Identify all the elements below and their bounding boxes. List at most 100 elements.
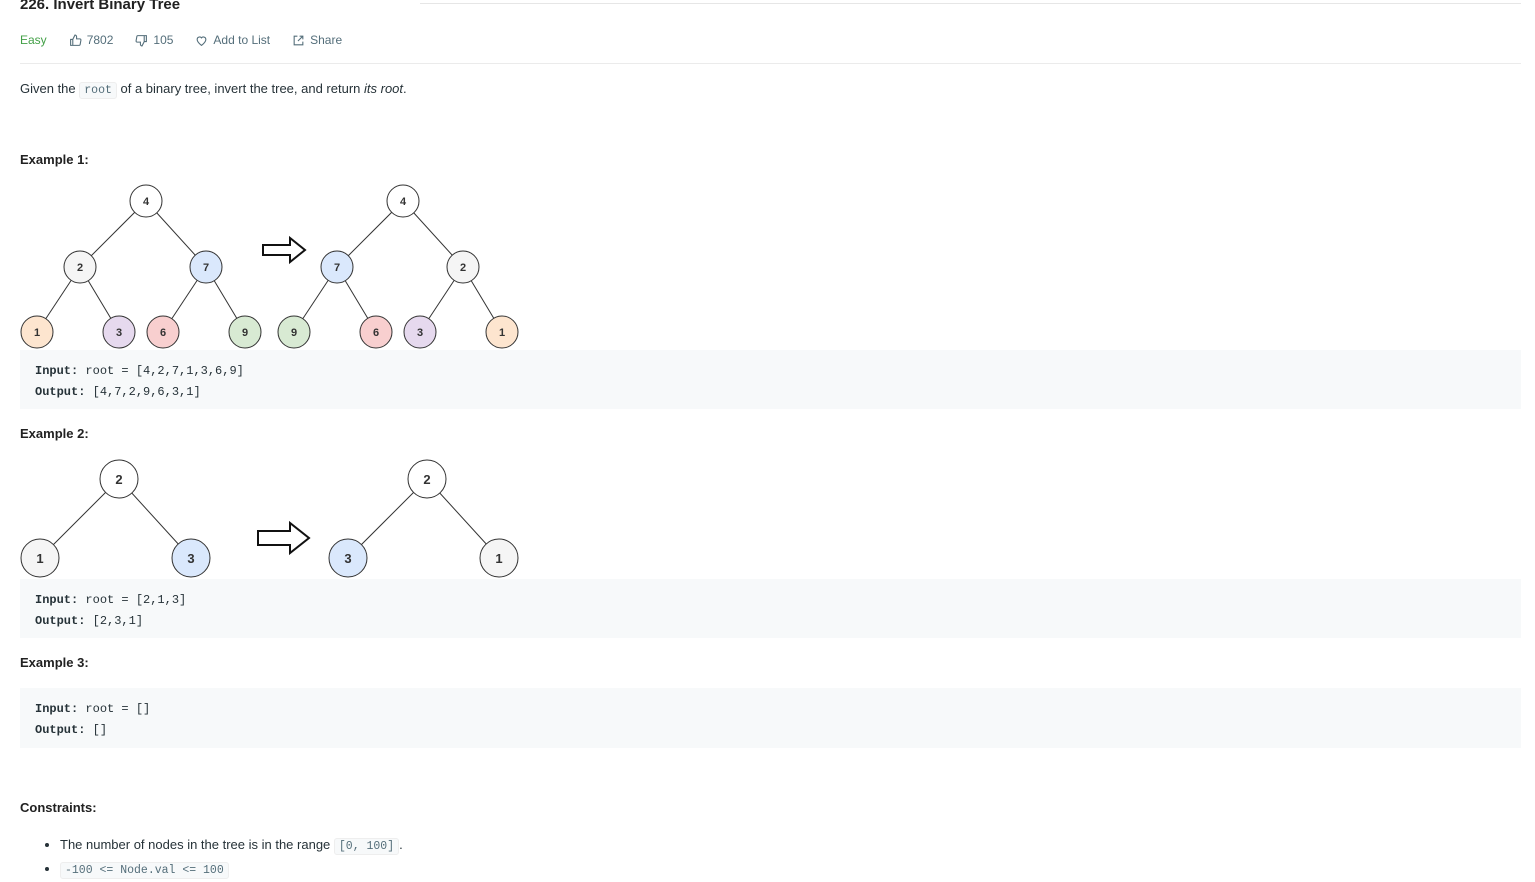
input-value: root = [2,1,3] (85, 593, 187, 607)
tree-node: 6 (359, 315, 393, 349)
share-icon (293, 35, 304, 45)
tree-node: 1 (20, 538, 60, 578)
output-label: Output: (35, 722, 86, 737)
output-value: [] (92, 722, 108, 737)
node-label: 9 (242, 327, 248, 339)
tree-node: 7 (320, 250, 354, 284)
dislike-count: 105 (153, 33, 174, 47)
example-1-tree-edges (36, 200, 503, 333)
node-label: 2 (77, 262, 83, 274)
node-label: 4 (400, 196, 407, 208)
tree-node: 1 (485, 315, 519, 349)
description-text: of a binary tree, invert the tree, and r… (116, 81, 365, 96)
constraint-item: -100 <= Node.val <= 100 (60, 858, 403, 882)
difficulty-badge: Easy (20, 33, 47, 47)
node-label: 2 (423, 472, 430, 487)
node-label: 9 (291, 327, 297, 339)
tree-node: 2 (63, 250, 97, 284)
node-label: 1 (34, 327, 40, 339)
example-1-diagram: 4 2 7 1 3 6 9 4 7 2 9 6 3 1 (20, 184, 519, 349)
tree-node: 9 (277, 315, 311, 349)
node-label: 4 (143, 196, 150, 208)
constraint-text: . (399, 837, 403, 852)
share-label: Share (310, 33, 343, 47)
share-button[interactable]: Share (292, 33, 342, 47)
output-label: Output: (35, 384, 86, 399)
node-label: 7 (334, 262, 340, 274)
node-label: 2 (115, 472, 122, 487)
heart-icon (197, 35, 207, 46)
tree-node: 4 (129, 184, 163, 218)
input-label: Input: (35, 593, 79, 607)
node-label: 3 (417, 327, 423, 339)
tree-node: 3 (171, 538, 211, 578)
constraints-heading: Constraints: (20, 800, 97, 815)
like-button[interactable]: 7802 (69, 33, 113, 47)
constraint-text: The number of nodes in the tree is in th… (60, 837, 334, 852)
output-value: [2,3,1] (92, 613, 144, 628)
node-label: 6 (160, 327, 166, 339)
tree-node: 2 (407, 459, 447, 499)
tree-node: 3 (328, 538, 368, 578)
arrow-right-icon (257, 520, 311, 556)
node-label: 7 (203, 262, 209, 274)
arrow-right-icon (262, 235, 307, 265)
node-label: 1 (499, 327, 505, 339)
tree-node: 2 (446, 250, 480, 284)
example-3-input-line: Input: root = [] (35, 699, 1506, 720)
add-to-list-label: Add to List (213, 33, 271, 47)
thumbs-down-icon (135, 34, 148, 46)
top-divider (420, 3, 1521, 4)
example-2-heading: Example 2: (20, 426, 89, 441)
node-label: 1 (495, 551, 502, 566)
input-value: root = [4,2,7,1,3,6,9] (85, 364, 244, 378)
example-1-output-line: Output: [4,7,2,9,6,3,1] (35, 382, 1506, 403)
dislike-button[interactable]: 105 (135, 33, 173, 47)
example-2-output-line: Output: [2,3,1] (35, 611, 1506, 632)
example-3-heading: Example 3: (20, 655, 89, 670)
tree-node: 9 (228, 315, 262, 349)
tree-node: 6 (146, 315, 180, 349)
constraint-code: [0, 100] (333, 838, 400, 855)
example-1-code-block: Input: root = [4,2,7,1,3,6,9] Output: [4… (20, 350, 1521, 409)
node-label: 1 (36, 551, 43, 566)
problem-description: Given the root of a binary tree, invert … (20, 81, 407, 99)
node-label: 3 (187, 551, 194, 566)
example-2-after-nodes: 2 3 1 (328, 459, 519, 578)
tree-node: 4 (386, 184, 420, 218)
description-italic: its root (364, 81, 404, 96)
description-text: . (403, 81, 407, 96)
example-2-diagram: 2 1 3 2 3 1 (20, 459, 519, 578)
add-to-list-button[interactable]: Add to List (195, 33, 270, 47)
tree-node: 3 (102, 315, 136, 349)
output-label: Output: (35, 613, 86, 628)
constraint-item: The number of nodes in the tree is in th… (60, 834, 403, 858)
node-label: 2 (460, 262, 466, 274)
header-divider (20, 63, 1521, 64)
example-3-output-line: Output: [] (35, 720, 1506, 741)
node-label: 6 (373, 327, 379, 339)
example-1-before-nodes: 4 2 7 1 3 6 9 (20, 184, 262, 349)
constraint-code: -100 <= Node.val <= 100 (60, 862, 229, 879)
tree-node: 2 (99, 459, 139, 499)
tree-node: 1 (20, 315, 54, 349)
tree-node: 7 (189, 250, 223, 284)
node-label: 3 (344, 551, 351, 566)
input-value: root = [] (85, 702, 151, 716)
tree-node: 3 (403, 315, 437, 349)
output-value: [4,7,2,9,6,3,1] (92, 384, 201, 399)
example-2-code-block: Input: root = [2,1,3] Output: [2,3,1] (20, 579, 1521, 638)
example-1-heading: Example 1: (20, 152, 89, 167)
problem-meta-bar: Easy 7802 105 Add to List Share (20, 32, 364, 48)
node-label: 3 (116, 327, 122, 339)
thumbs-up-icon (69, 34, 82, 46)
problem-title: 226. Invert Binary Tree (20, 0, 181, 13)
example-1-input-line: Input: root = [4,2,7,1,3,6,9] (35, 361, 1506, 382)
input-label: Input: (35, 702, 79, 716)
example-1-after-nodes: 4 7 2 9 6 3 1 (277, 184, 519, 349)
input-label: Input: (35, 364, 79, 378)
tree-node: 1 (479, 538, 519, 578)
description-text: Given the (20, 81, 80, 96)
example-2-input-line: Input: root = [2,1,3] (35, 590, 1506, 611)
constraints-list: The number of nodes in the tree is in th… (20, 834, 403, 882)
